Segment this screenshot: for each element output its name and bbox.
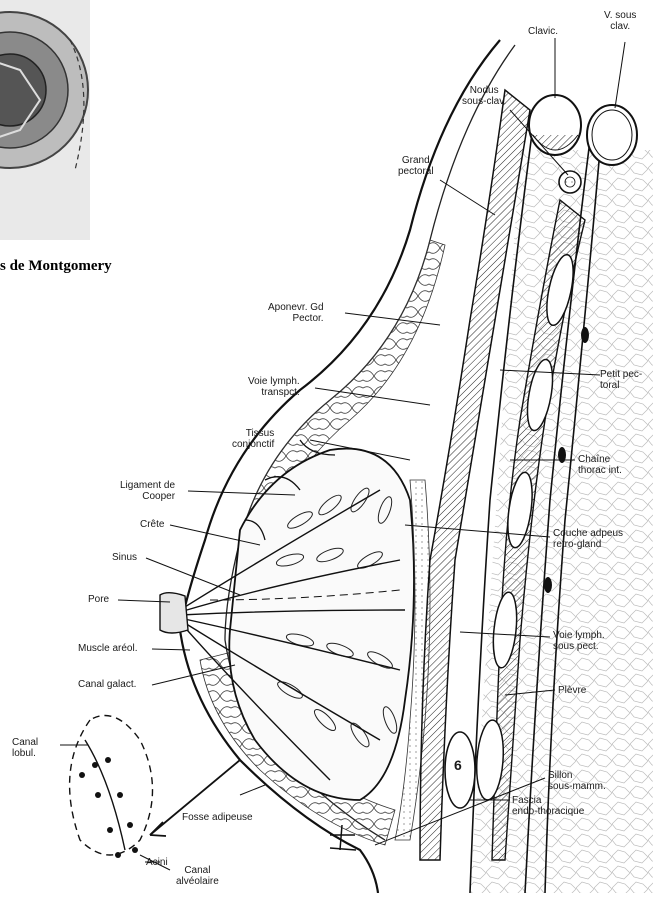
- clavicle: [529, 95, 581, 155]
- label-canal-alveolaire: Canal alvéolaire: [176, 865, 219, 887]
- label-voie-lymph-sous: Voie lymph. sous pect.: [553, 630, 605, 652]
- label-aponevr: Aponevr. Gd Pector.: [268, 302, 324, 324]
- label-sillon: Sillon sous-mamm.: [548, 770, 606, 792]
- figure-caption: s de Montgomery: [0, 258, 112, 275]
- label-plevre: Plèvre: [558, 685, 586, 696]
- subclavian-node: [559, 171, 581, 193]
- label-nodus: Nodus sous-clav.: [462, 85, 506, 107]
- lobule-inset: [70, 716, 240, 859]
- nipple: [160, 593, 188, 633]
- label-canal-lobul: Canal lobul.: [12, 737, 38, 759]
- label-acini: Acini: [146, 857, 168, 868]
- inset-areola-detail: [0, 0, 90, 240]
- subclavian-vein: [587, 105, 637, 165]
- label-grand-pectoral: Grand pectoral: [398, 155, 434, 177]
- label-chaine: Chaîne thorac int.: [578, 454, 622, 476]
- label-fosse-adipeuse: Fosse adipeuse: [182, 812, 253, 823]
- label-rib-number: 6: [454, 760, 462, 771]
- label-ligament: Ligament de Cooper: [120, 480, 175, 502]
- label-v-sous-clav: V. sous clav.: [604, 10, 636, 32]
- label-petit-pectoral: Petit pec- toral: [600, 369, 642, 391]
- label-couche: Couche adpeus retro-gland: [553, 528, 623, 550]
- label-voie-lymph-transpct: Voie lymph. transpct.: [248, 376, 300, 398]
- label-crete: Crête: [140, 519, 164, 530]
- label-fascia: Fascia endo-thoracique: [512, 795, 584, 817]
- label-tissus: Tissus conjonctif: [232, 428, 274, 450]
- label-canal-galact: Canal galact.: [78, 679, 136, 690]
- label-clavic: Clavic.: [528, 26, 558, 37]
- label-muscle-areol: Muscle aréol.: [78, 643, 137, 654]
- label-pore: Pore: [88, 594, 109, 605]
- label-sinus: Sinus: [112, 552, 137, 563]
